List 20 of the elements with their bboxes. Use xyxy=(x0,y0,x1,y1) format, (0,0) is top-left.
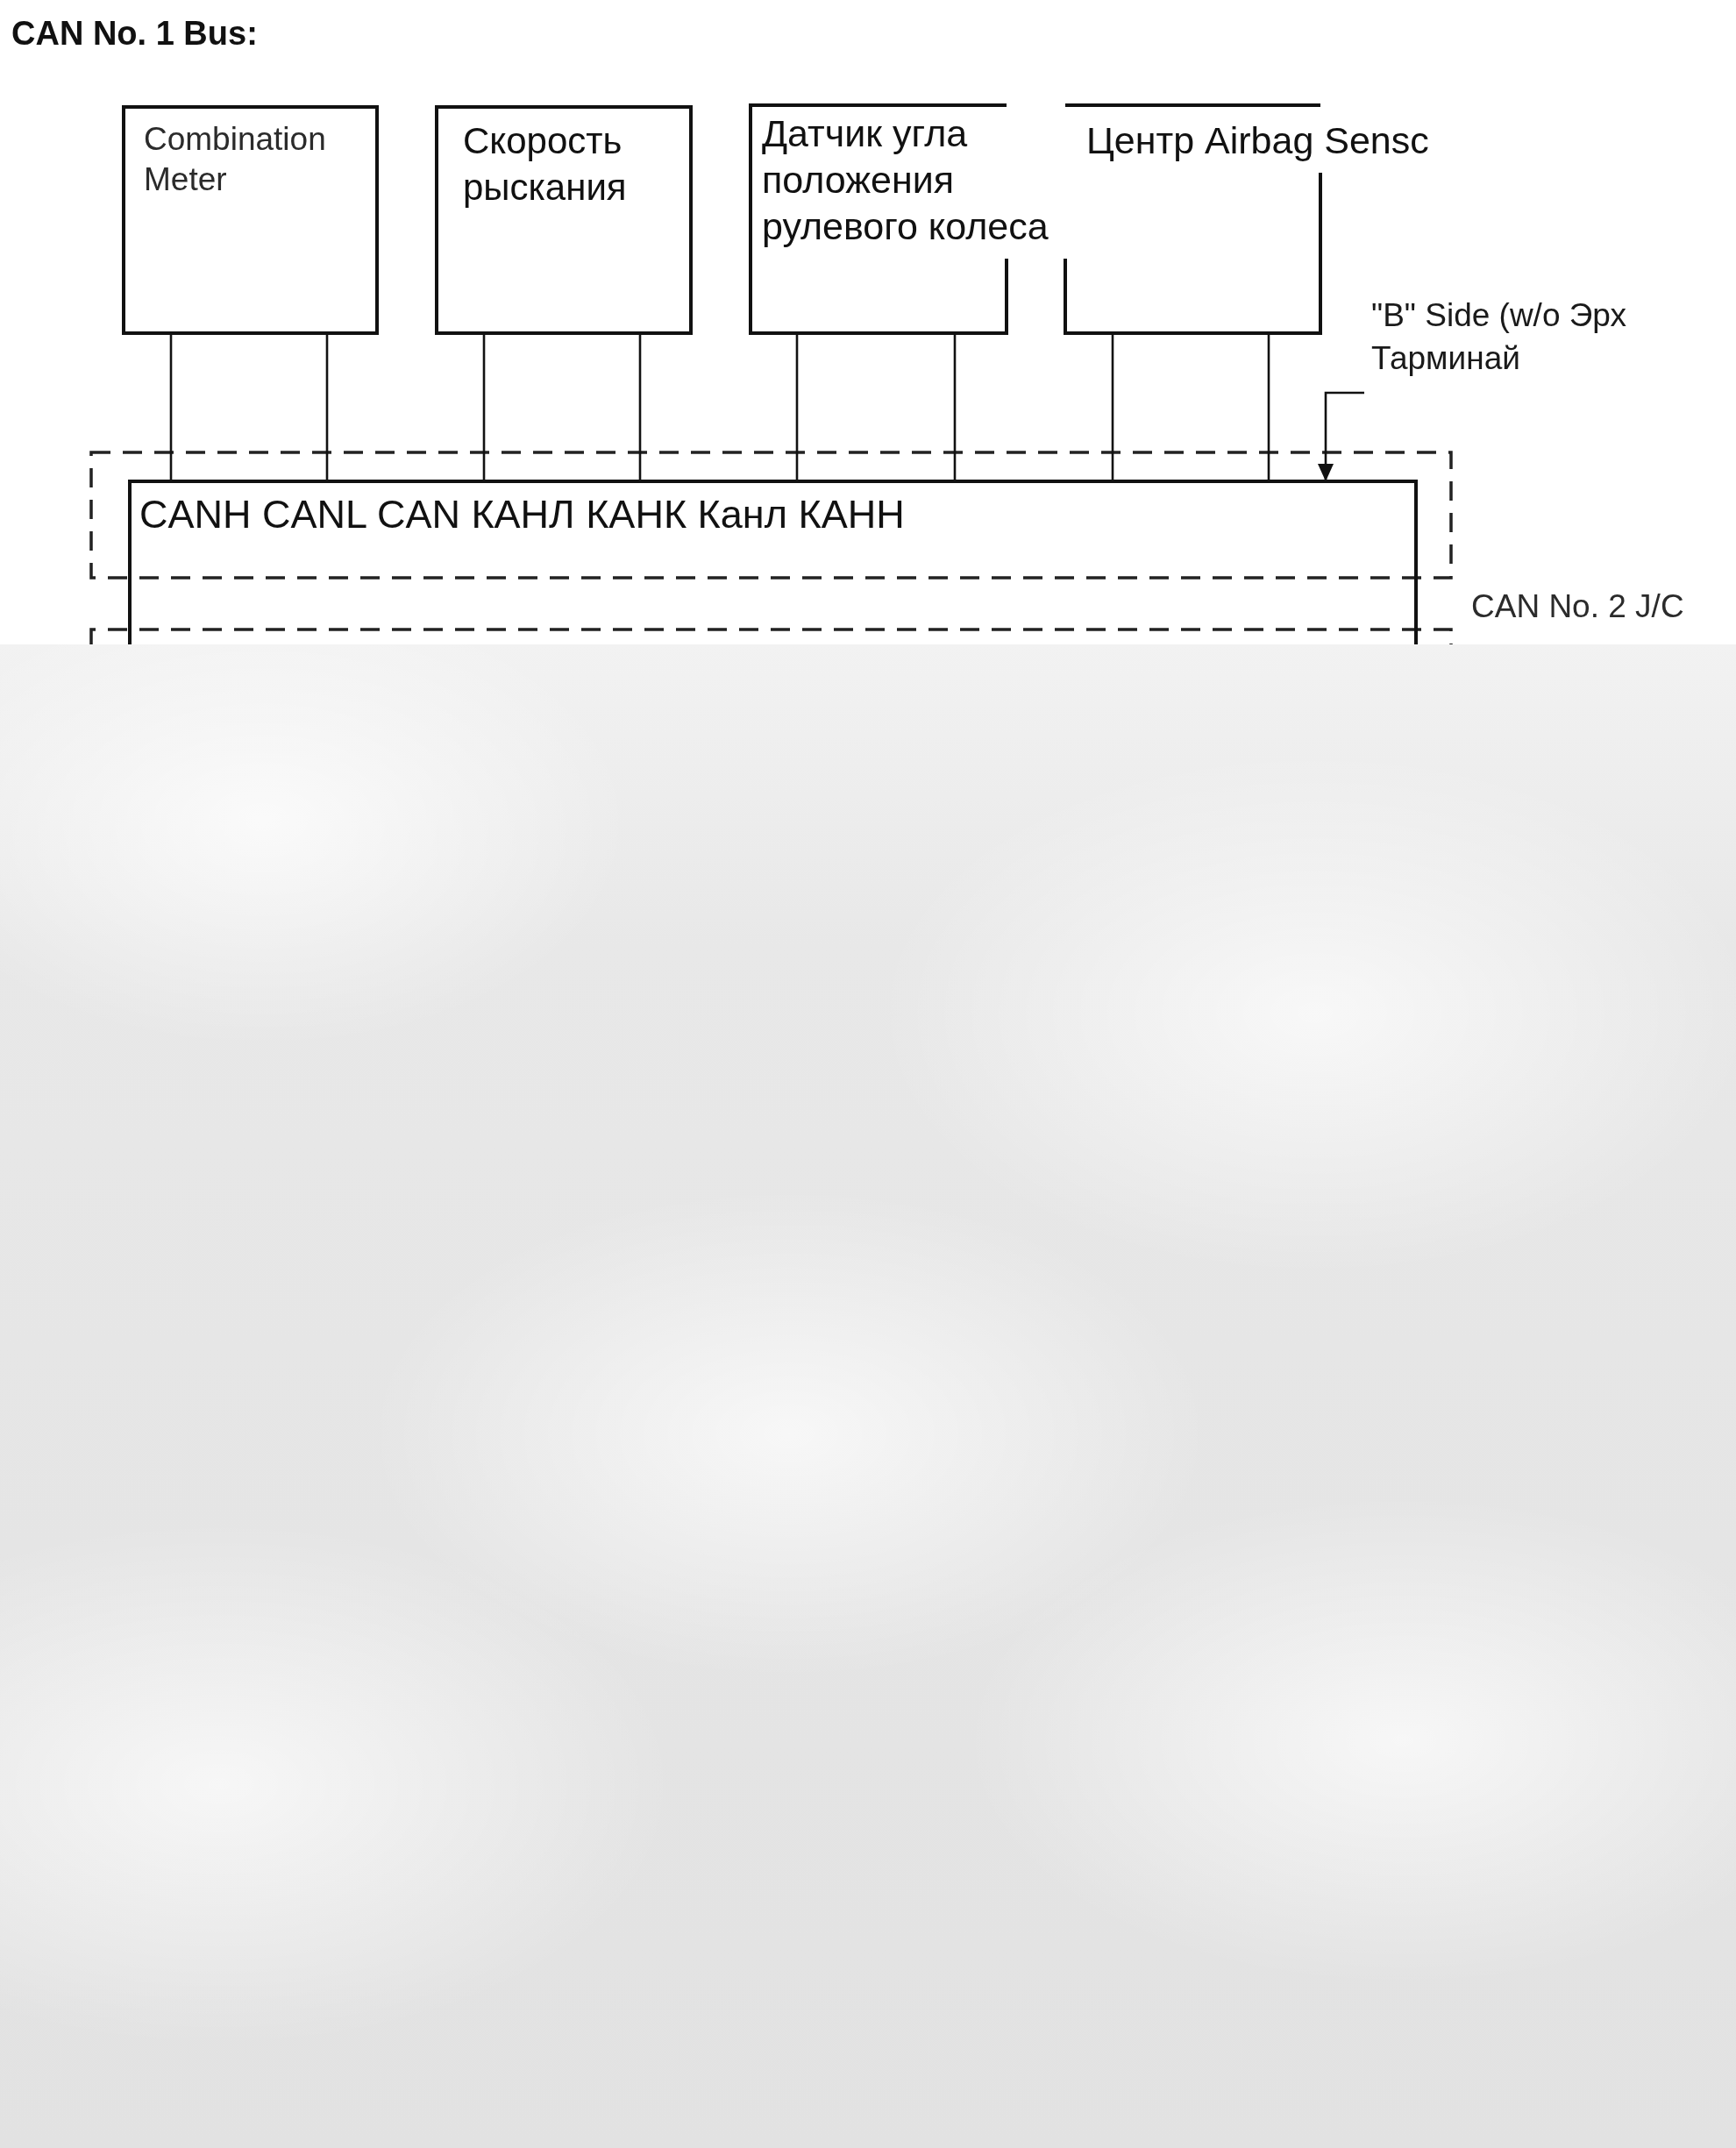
wire xyxy=(1111,333,1114,481)
leader-arrow xyxy=(1318,391,1364,481)
module-label: Центр Airbag Sensc xyxy=(1086,118,1429,163)
module-label: Датчик угла положения рулевого колеса xyxy=(762,111,1049,249)
callout-text: "B" Side (w/o Эрх Тарминай xyxy=(1361,294,1659,393)
terminal-labels: CANH CANL CAN КАНЛ КАНК Канл КАНН xyxy=(139,492,905,537)
wire xyxy=(325,333,329,481)
wire xyxy=(638,333,642,481)
module-box xyxy=(124,107,377,333)
wire xyxy=(482,333,486,481)
module-label: Combination Meter xyxy=(144,120,327,199)
wire xyxy=(1267,333,1270,481)
junction-block xyxy=(130,481,1416,644)
module-label: Скорость рыскания xyxy=(463,119,628,210)
wire xyxy=(953,333,957,481)
module-box xyxy=(437,107,691,333)
connector-label: CAN No. 2 J/C xyxy=(1471,587,1684,626)
wire xyxy=(795,333,799,481)
title: CAN No. 1 Bus: xyxy=(11,14,258,53)
wire xyxy=(169,333,173,481)
